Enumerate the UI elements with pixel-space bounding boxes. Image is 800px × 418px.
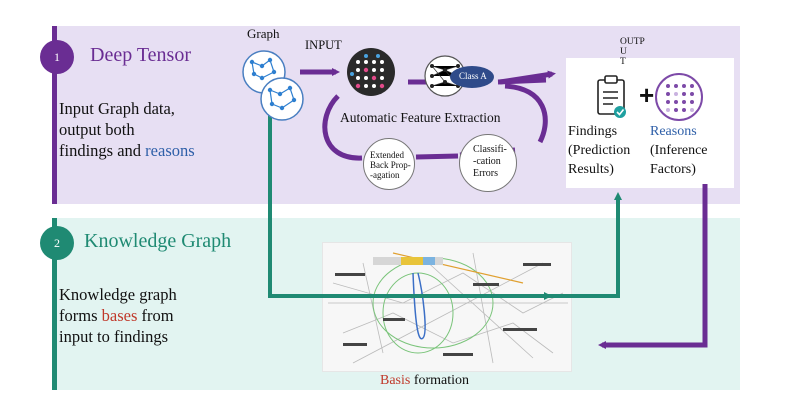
bp-line: -agation — [370, 170, 400, 180]
reasons-title: Reasons — [650, 124, 697, 139]
class-a-label: Class A — [459, 71, 487, 81]
ce-line: Classifi- — [473, 144, 507, 155]
classification-errors-node: Classifi- -cation Errors — [459, 134, 517, 192]
desc-text: forms — [59, 306, 102, 325]
reasons-highlight: reasons — [145, 141, 195, 160]
class-a-badge — [450, 66, 494, 88]
reasons-line: (Inference — [650, 143, 708, 158]
findings-label: Findings (Prediction Results) — [568, 122, 630, 179]
input-label: INPUT — [305, 38, 342, 52]
basis-formation-label: Basis formation — [380, 373, 469, 389]
ce-line: Errors — [473, 168, 498, 179]
deep-tensor-description: Input Graph data, output both findings a… — [59, 98, 195, 161]
knowledge-graph-description: Knowledge graph forms bases from input t… — [59, 284, 177, 347]
reasons-label: Reasons (Inference Factors) — [650, 122, 708, 179]
desc-line: forms bases from — [59, 305, 177, 326]
desc-text: from — [137, 306, 174, 325]
reasons-line: Factors) — [650, 162, 696, 177]
bases-highlight: bases — [101, 306, 138, 325]
findings-line: Results) — [568, 162, 614, 177]
clipboard-check-icon — [597, 75, 625, 115]
knowledge-graph-image — [322, 242, 572, 372]
bp-line: Extended — [370, 150, 404, 160]
desc-line: input to findings — [59, 327, 169, 346]
ce-line: -cation — [473, 156, 501, 167]
findings-line: Findings — [568, 124, 618, 139]
desc-text: findings and — [59, 141, 146, 160]
output-box — [566, 58, 734, 188]
knowledge-graph-accent-bar — [52, 218, 57, 390]
knowledge-graph-title: Knowledge Graph — [84, 230, 232, 252]
neural-network-icon — [424, 55, 466, 97]
tensor-grid-icon — [347, 48, 395, 96]
reasons-tensor-icon — [655, 73, 703, 121]
deep-tensor-title: Deep Tensor — [90, 44, 191, 66]
desc-line: Input Graph data, — [59, 99, 175, 118]
bp-line: Back Prop- — [370, 160, 411, 170]
output-line: T — [620, 57, 626, 67]
back-propagation-node: Extended Back Prop- -agation — [363, 138, 415, 190]
deep-tensor-accent-bar — [52, 26, 57, 204]
output-line: OUTPU — [620, 37, 645, 57]
findings-line: (Prediction — [568, 143, 631, 158]
desc-line: findings and reasons — [59, 140, 195, 161]
basis-highlight: Basis — [380, 373, 411, 388]
graph-label: Graph — [247, 26, 280, 41]
desc-line: output both — [59, 120, 135, 139]
knowledge-graph-network-icon — [328, 252, 568, 364]
input-graph-icon — [260, 77, 304, 121]
plus-sign: + — [639, 80, 655, 110]
automatic-feature-extraction-label: Automatic Feature Extraction — [340, 110, 501, 125]
section-1-badge: 1 — [40, 40, 74, 74]
basis-text: formation — [410, 373, 470, 388]
section-2-badge: 2 — [40, 226, 74, 260]
desc-line: Knowledge graph — [59, 285, 177, 304]
